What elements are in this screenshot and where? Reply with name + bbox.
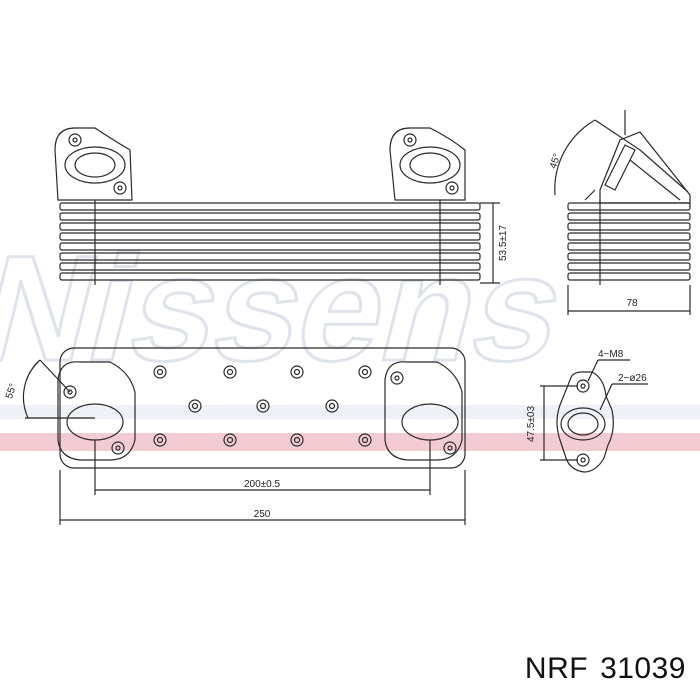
watermark-logo: Nissens <box>0 225 582 392</box>
side-view <box>554 110 691 315</box>
left-flange-front <box>54 127 133 201</box>
watermark-band <box>0 433 700 451</box>
part-number: 31039 <box>600 652 686 685</box>
part-brand: NRF <box>524 652 589 685</box>
front-view <box>54 127 500 285</box>
dim-angle-top: 45° <box>548 152 563 170</box>
dim-flange-height: 47.5±03 <box>526 406 537 443</box>
flange-detail <box>540 359 648 473</box>
part-number-label: NRF 31039 <box>525 652 686 686</box>
dimples <box>153 365 372 447</box>
dim-depth: 78 <box>626 298 638 309</box>
dim-bolts: 4−M8 <box>598 349 624 360</box>
dim-overall-length: 250 <box>254 509 271 520</box>
cooling-fins <box>59 200 481 285</box>
dim-angle-left: 55° <box>4 382 19 400</box>
top-view <box>22 347 466 525</box>
dim-hole-spacing: 200±0.5 <box>244 479 281 490</box>
dim-fin-height: 53.5±17 <box>498 225 509 262</box>
dim-ports: 2−ø26 <box>618 373 647 384</box>
watermark-band-light <box>0 405 700 419</box>
right-flange-front <box>389 127 466 201</box>
